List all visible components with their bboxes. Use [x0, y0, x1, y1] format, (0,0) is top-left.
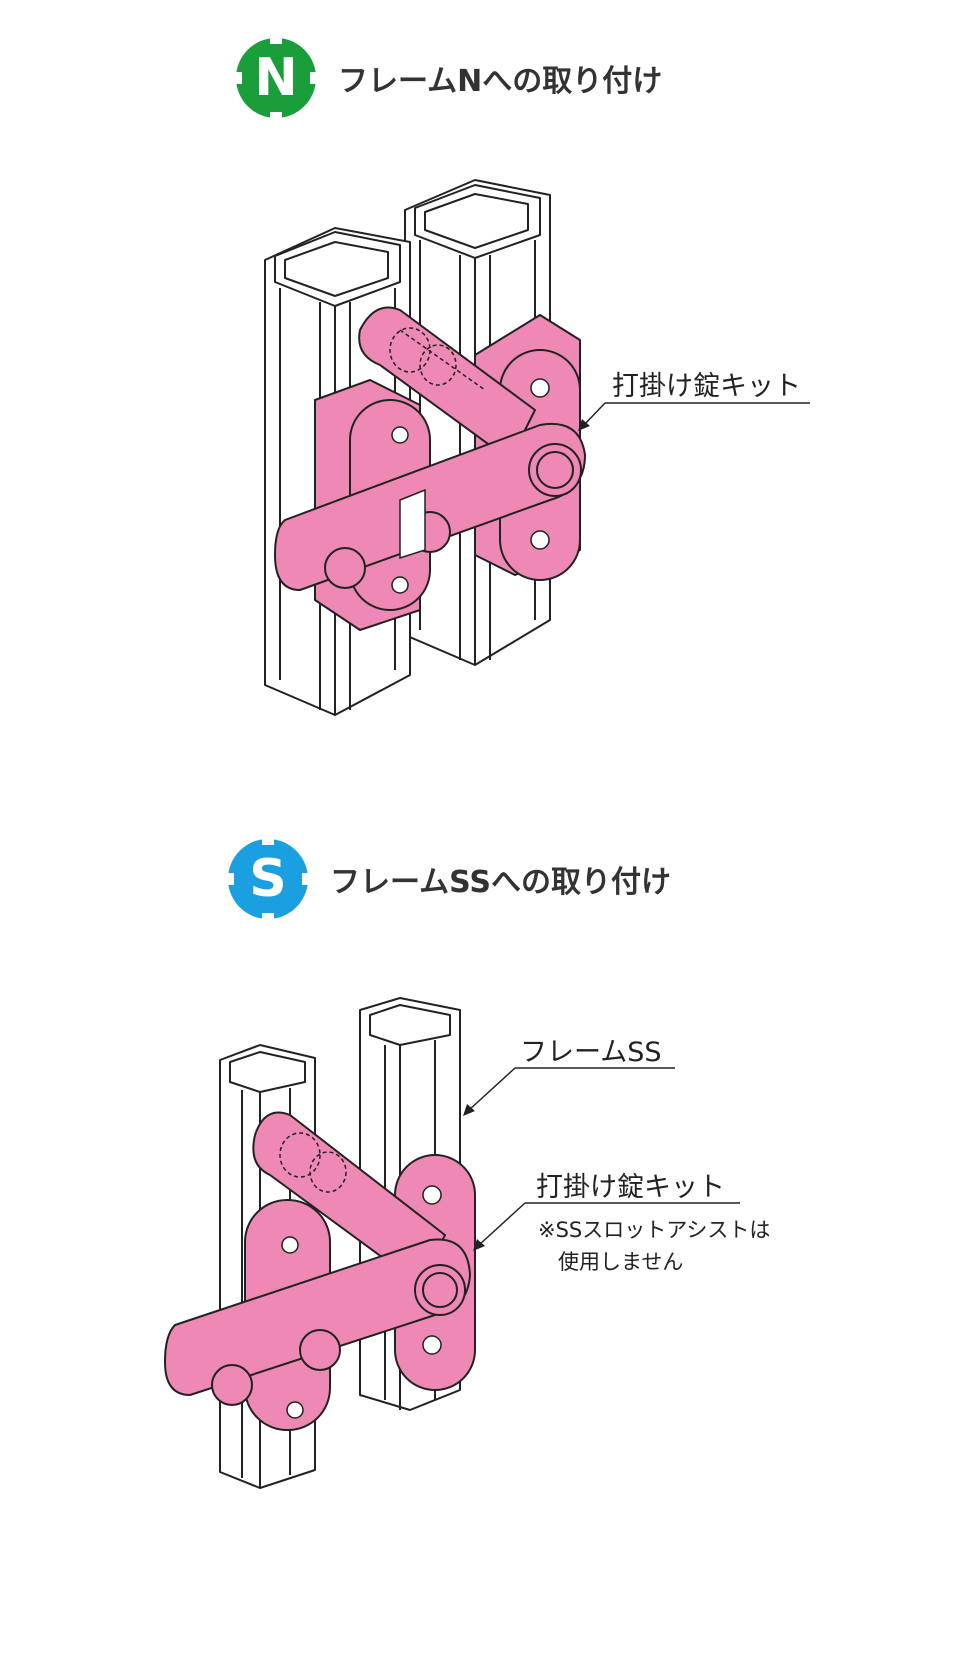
frame-n-latch-illustration: [264, 179, 586, 716]
n-badge-letter: N: [254, 48, 298, 108]
s-badge-icon: S: [224, 835, 312, 923]
frame-ss-latch-illustration: [164, 997, 476, 1489]
leader-arrow-icon: [473, 1202, 740, 1251]
n-kit-callout: 打掛け錠キット: [612, 371, 801, 402]
ss-kit-callout: 打掛け錠キット: [536, 1172, 725, 1203]
s-badge-letter: S: [249, 849, 287, 909]
section-n-title: フレームNへの取り付け: [338, 64, 663, 99]
section-n-header: N フレームNへの取り付け: [232, 34, 662, 122]
leader-arrow-icon: [578, 402, 810, 431]
ss-note-line1: ※SSスロットアシストは: [538, 1218, 771, 1242]
section-s-header: S フレームSSへの取り付け: [224, 835, 671, 923]
leader-arrow-icon: [463, 1067, 675, 1116]
n-badge-icon: N: [232, 34, 320, 122]
section-s-title: フレームSSへの取り付け: [330, 865, 671, 900]
ss-frame-callout: フレームSS: [520, 1037, 662, 1068]
ss-note-line2: 使用しません: [558, 1250, 684, 1274]
ss-note: ※SSスロットアシストは 使用しません: [538, 1214, 770, 1278]
